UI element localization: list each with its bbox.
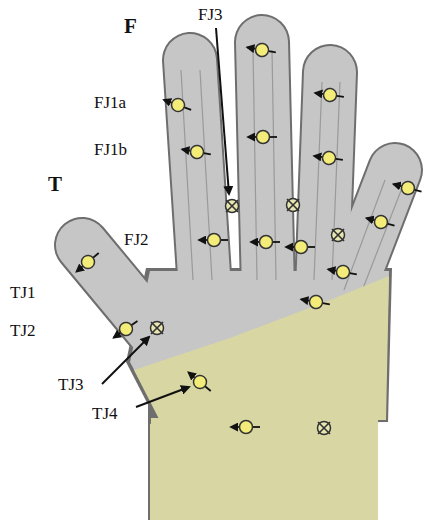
glove-wrist [151,418,375,520]
wrist-outline [148,400,378,520]
glove-seams [181,50,402,296]
abduction-sensors [151,199,345,435]
joint-label: FJ3 [198,6,223,23]
joint-label: TJ2 [10,322,36,339]
finger-group-label: F [124,16,137,37]
palm-wrist-region [134,276,389,520]
finger-group-label: T [48,174,62,195]
joint-label: TJ4 [92,405,118,422]
joint-label: FJ1a [94,94,126,111]
joint-label: TJ3 [58,376,84,393]
joint-label: FJ2 [124,231,149,248]
bend-sensors [72,41,423,434]
leader-arrows [102,28,229,407]
joint-label: TJ1 [10,284,36,301]
joint-label: FJ1b [94,141,127,158]
